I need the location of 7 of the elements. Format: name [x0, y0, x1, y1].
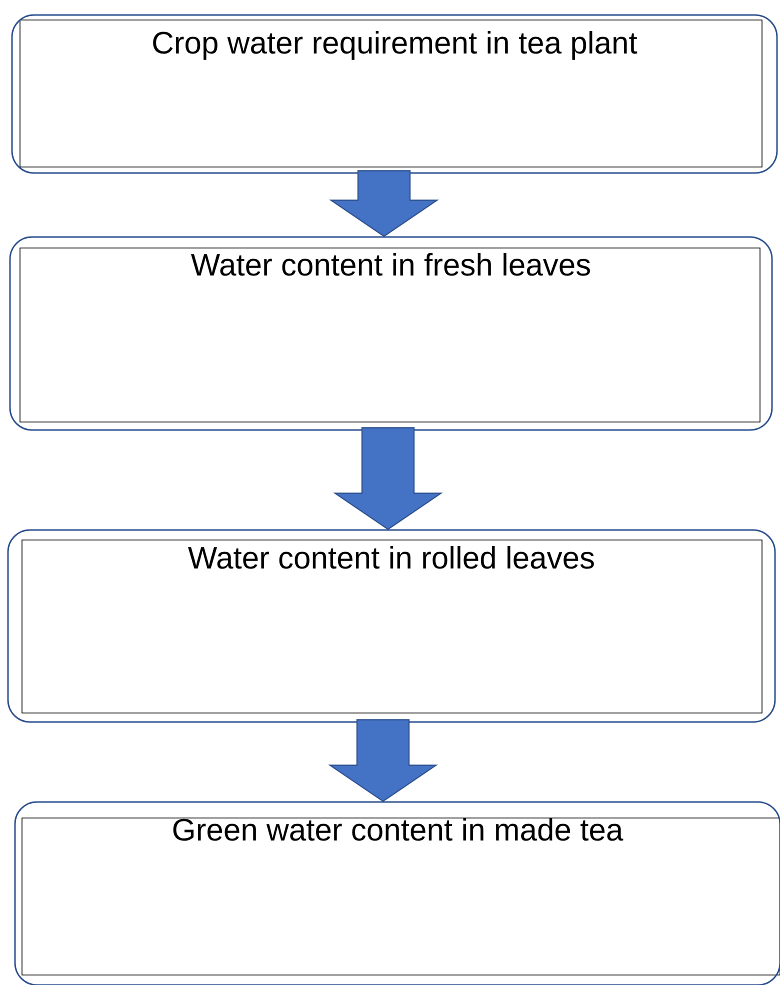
block-arrow [329, 170, 439, 237]
block-arrow [333, 427, 443, 530]
process-box: Water content in rolled leaves [7, 529, 776, 723]
process-box: Crop water requirement in tea plant [11, 14, 778, 174]
block-arrow [328, 719, 438, 802]
process-box: Green water content in made tea [14, 801, 780, 985]
process-box: Water content in fresh leaves [9, 236, 773, 431]
